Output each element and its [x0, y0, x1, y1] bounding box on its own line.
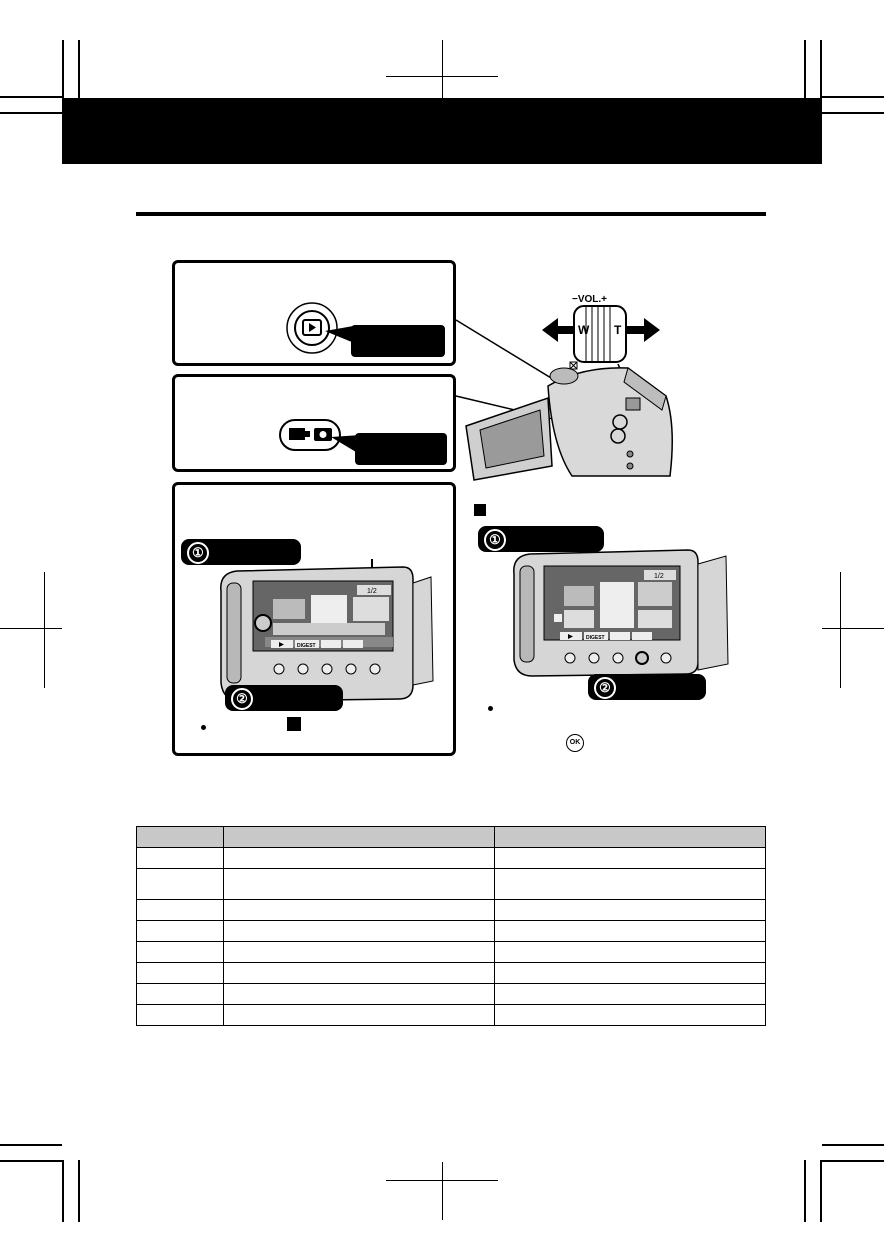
lcd-screen-illustration: 1/2 DIGEST: [513, 549, 729, 677]
crop-mark: [0, 1144, 62, 1146]
table-row: [136, 868, 766, 900]
table-header-cell: [494, 826, 766, 848]
play-button-icon: [286, 302, 338, 354]
vol-label: −VOL.+: [572, 294, 607, 305]
crop-mark: [442, 1162, 443, 1220]
callout-tag: [355, 433, 447, 465]
crop-mark: [44, 572, 45, 688]
crop-mark: [386, 76, 498, 77]
step-1-label: ①: [181, 539, 301, 565]
svg-text:1/2: 1/2: [654, 573, 664, 580]
table-row: [136, 983, 766, 1005]
svg-text:1/2: 1/2: [367, 588, 377, 595]
crop-mark: [822, 96, 884, 98]
zoom-lever-illustration: −VOL.+ W T: [542, 294, 660, 370]
crop-mark: [0, 112, 62, 114]
step-number: ①: [484, 529, 506, 551]
lcd-screen-illustration: 1/2 DIGEST: [220, 566, 434, 702]
table-row: [136, 1004, 766, 1026]
t-label: T: [614, 323, 622, 337]
w-label: W: [578, 323, 590, 337]
table-row: [136, 962, 766, 984]
section-rule: [136, 212, 766, 216]
table-header-cell: [223, 826, 495, 848]
table-row: [136, 899, 766, 921]
step-number: ②: [594, 677, 616, 699]
step-number: ①: [187, 542, 209, 564]
mode-switch-icon: [279, 419, 341, 451]
crop-mark: [78, 1160, 80, 1222]
reference-marker: [287, 717, 301, 731]
crop-mark: [820, 1160, 822, 1222]
ok-button-icon: OK: [566, 734, 584, 752]
crop-mark: [822, 628, 884, 629]
svg-text:DIGEST: DIGEST: [297, 643, 316, 649]
crop-mark: [0, 96, 62, 98]
table-header-cell: [136, 826, 224, 848]
step-2-label: ②: [225, 685, 343, 711]
header-bar: [62, 98, 822, 164]
crop-mark: [804, 1160, 806, 1222]
camcorder-illustration: [455, 319, 673, 481]
crop-mark: [78, 40, 80, 98]
crop-mark: [62, 1160, 64, 1222]
svg-text:DIGEST: DIGEST: [586, 635, 605, 641]
step-1-label: ①: [478, 526, 604, 552]
crop-mark: [822, 112, 884, 114]
table-row: [136, 847, 766, 869]
panel-index-screen: ① 1/2 DIGEST ②: [172, 482, 456, 756]
crop-mark: [386, 1180, 498, 1181]
crop-mark: [820, 40, 822, 98]
spec-table: [136, 826, 766, 1026]
callout-tag: [351, 325, 445, 357]
crop-mark: [804, 40, 806, 98]
bullet: [201, 725, 206, 730]
crop-mark: [442, 40, 443, 98]
table-header-row: [136, 826, 766, 848]
panel-mode-switch: [172, 374, 456, 472]
step-number: ②: [231, 688, 253, 710]
panel-playback-button: [172, 260, 456, 366]
crop-mark: [62, 40, 64, 98]
crop-mark: [822, 1144, 884, 1146]
callout-pointer: [325, 325, 359, 345]
crop-mark: [822, 1160, 884, 1162]
callout-pointer: [331, 435, 361, 455]
section-marker: [474, 504, 486, 516]
table-row: [136, 920, 766, 942]
crop-mark: [0, 1160, 62, 1162]
table-row: [136, 941, 766, 963]
crop-mark: [0, 628, 62, 629]
crop-mark: [840, 572, 841, 688]
step-2-label: ②: [588, 674, 706, 700]
bullet: [488, 706, 493, 711]
